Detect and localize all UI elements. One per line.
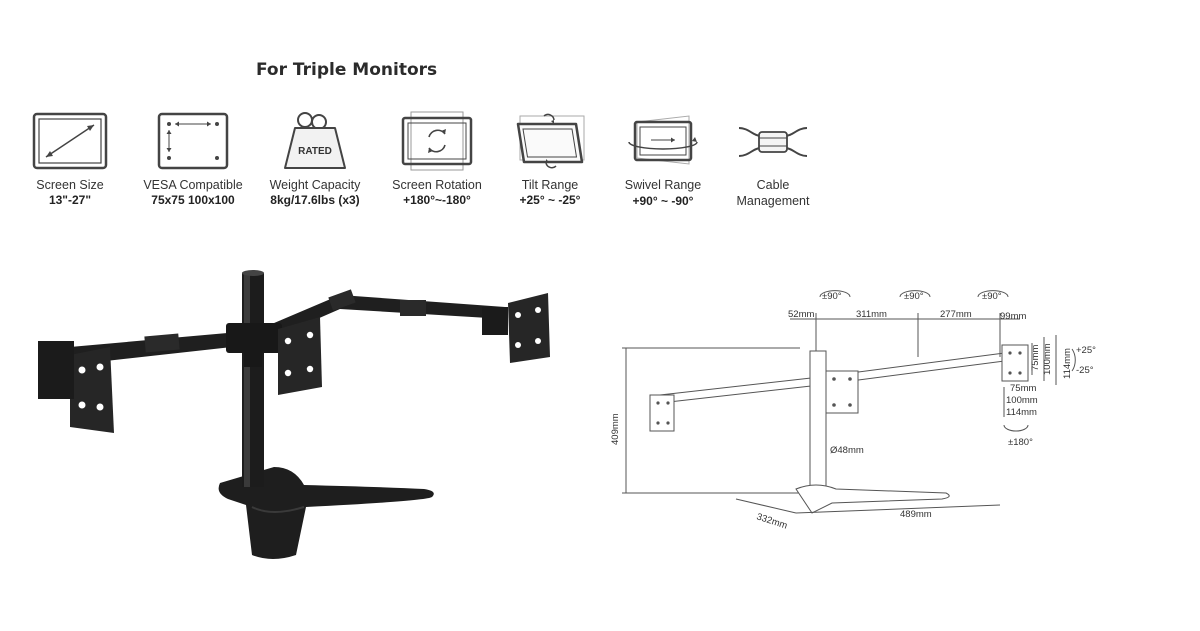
feature-screen-size: Screen Size 13"-27" <box>5 110 135 207</box>
feature-value: 13"-27" <box>48 193 92 207</box>
feature-value: +90° ~ -90° <box>632 194 694 208</box>
rotation-label: ±180° <box>1008 437 1033 448</box>
cable-icon <box>738 127 808 157</box>
feature-label: Swivel Range <box>624 178 702 192</box>
feature-vesa: VESA Compatible 75x75 100x100 <box>128 110 258 207</box>
dimension-diagram: ±90° ±90° ±90° 52mm 311mm 277mm 99mm 409… <box>610 290 1096 532</box>
swivel-label: ±90° <box>822 291 842 302</box>
tilt-icon <box>516 113 585 169</box>
screen-size-icon <box>32 112 108 170</box>
swivel-icon <box>628 115 698 165</box>
feature-value: +25° ~ -25° <box>519 193 581 207</box>
plate-dim: 114mm <box>1062 348 1073 379</box>
dim-99: 99mm <box>1000 311 1026 322</box>
dim-base-depth: 332mm <box>755 511 789 531</box>
monitor-mount-photo <box>38 270 550 559</box>
feature-label: VESA Compatible <box>143 178 243 192</box>
feature-value: 8kg/17.6lbs (x3) <box>270 193 360 207</box>
dim-base-width: 489mm <box>900 509 932 520</box>
feature-label: Weight Capacity <box>269 178 361 192</box>
feature-tilt: Tilt Range +25° ~ -25° <box>485 110 615 207</box>
feature-swivel: Swivel Range +90° ~ -90° <box>598 110 728 208</box>
weight-icon: RATED <box>284 112 346 169</box>
plate-dim: 100mm <box>1042 343 1053 375</box>
feature-rotation: Screen Rotation +180°~-180° <box>372 110 502 207</box>
feature-label: Screen Size <box>36 178 104 192</box>
page-title: For Triple Monitors <box>256 60 438 80</box>
dim-311: 311mm <box>856 309 887 320</box>
feature-label: Cable <box>756 178 790 192</box>
feature-value: 75x75 100x100 <box>151 193 235 207</box>
dim-52: 52mm <box>788 309 814 320</box>
tilt-down: -25° <box>1076 365 1094 376</box>
feature-weight: RATED Weight Capacity 8kg/17.6lbs (x3) <box>250 110 380 207</box>
swivel-label: ±90° <box>904 291 924 302</box>
tilt-up: +25° <box>1076 345 1096 356</box>
swivel-label: ±90° <box>982 291 1002 302</box>
dim-277: 277mm <box>940 309 972 320</box>
plate-dim-lower: 114mm <box>1006 407 1037 418</box>
plate-dim: 75mm <box>1030 345 1041 371</box>
dim-height: 409mm <box>610 413 621 445</box>
feature-label: Screen Rotation <box>392 178 482 192</box>
feature-label: Tilt Range <box>521 178 579 192</box>
rated-badge: RATED <box>298 146 332 157</box>
dim-pole: Ø48mm <box>830 445 864 456</box>
rotation-icon <box>401 111 473 171</box>
plate-dim-lower: 75mm <box>1010 383 1036 394</box>
plate-dim-lower: 100mm <box>1006 395 1038 406</box>
feature-value: +180°~-180° <box>403 193 471 207</box>
feature-cable: Cable Management <box>708 110 838 209</box>
feature-value: Management <box>736 194 810 208</box>
vesa-icon <box>157 112 229 170</box>
